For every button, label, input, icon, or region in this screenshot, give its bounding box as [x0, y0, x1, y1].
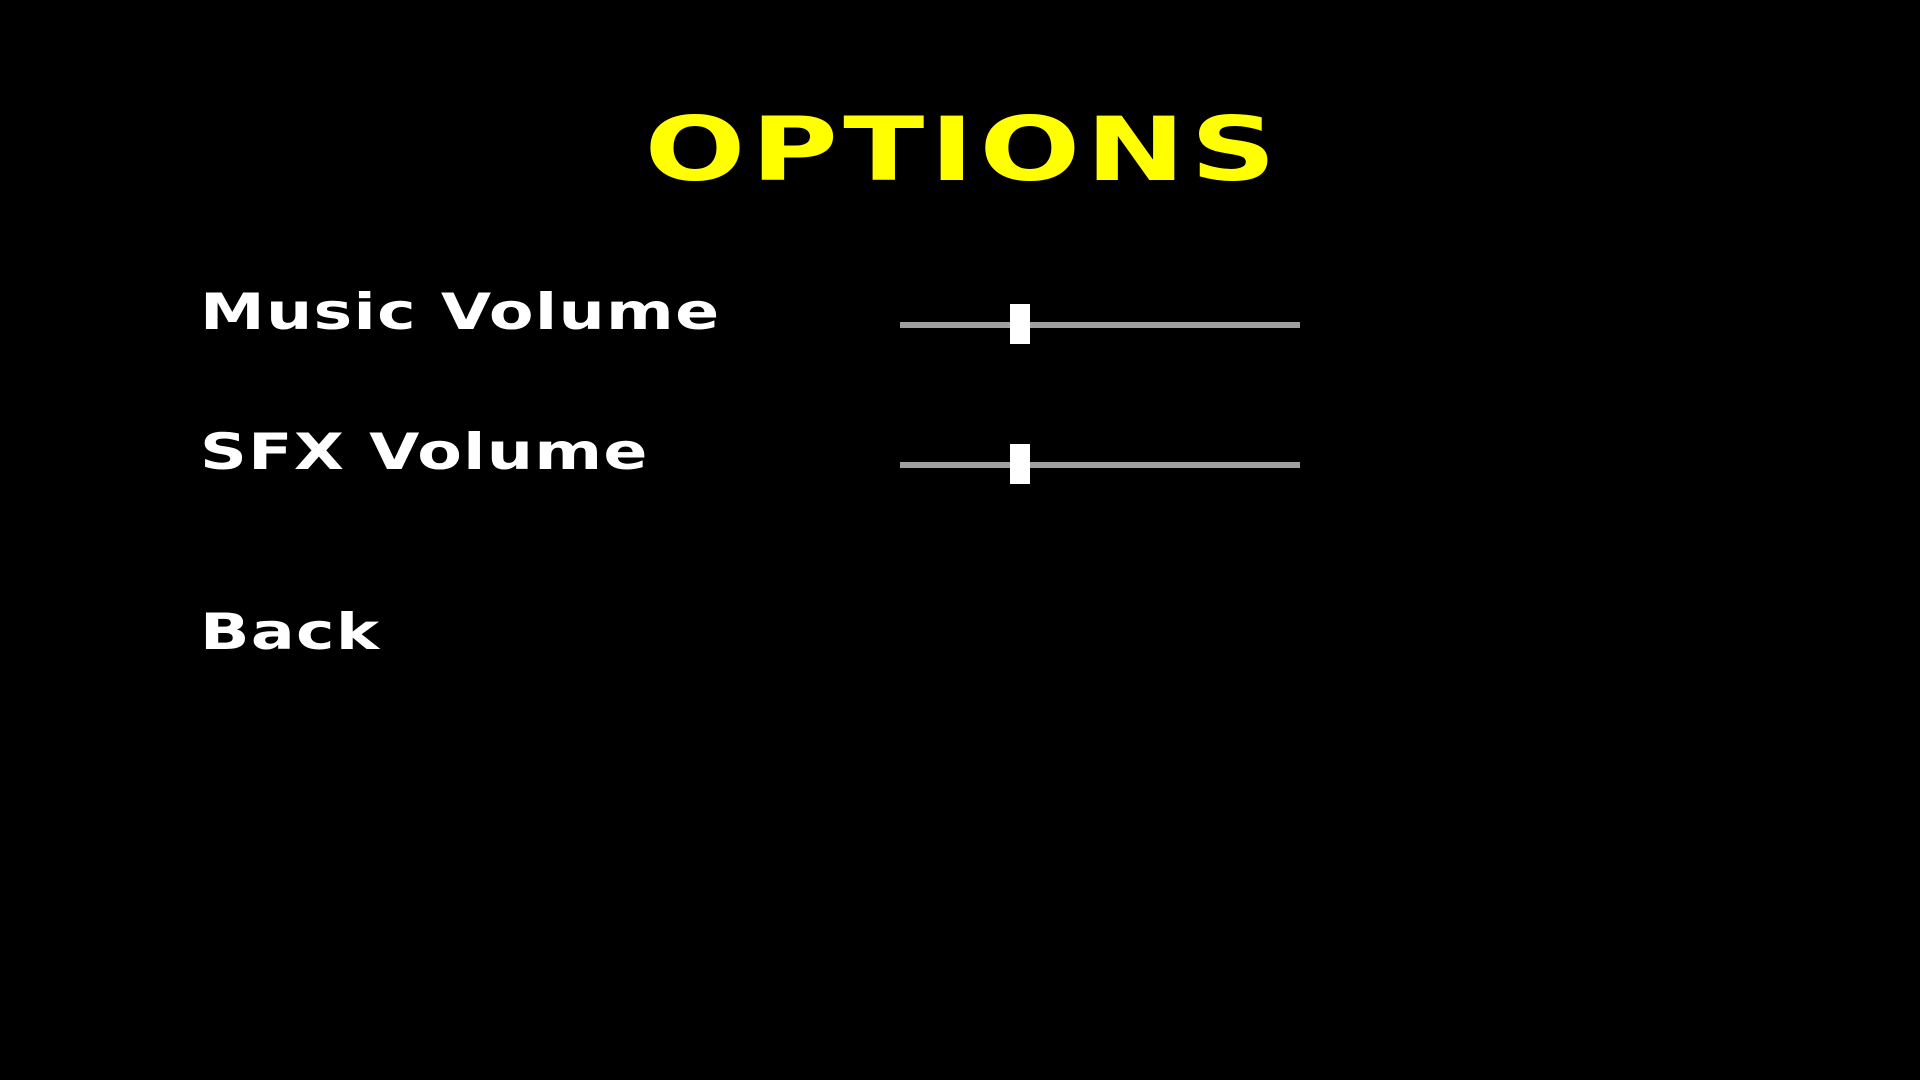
- music-volume-slider-thumb[interactable]: [1010, 304, 1030, 344]
- sfx-volume-slider-thumb[interactable]: [1010, 444, 1030, 484]
- music-volume-label: Music Volume: [200, 283, 721, 341]
- options-title: OPTIONS: [644, 98, 1282, 201]
- sfx-volume-slider-track[interactable]: [900, 462, 1300, 468]
- back-button[interactable]: Back: [200, 603, 381, 661]
- sfx-volume-slider[interactable]: [900, 442, 1300, 486]
- sfx-volume-label: SFX Volume: [200, 423, 649, 481]
- music-volume-slider[interactable]: [900, 302, 1300, 346]
- music-volume-slider-track[interactable]: [900, 322, 1300, 328]
